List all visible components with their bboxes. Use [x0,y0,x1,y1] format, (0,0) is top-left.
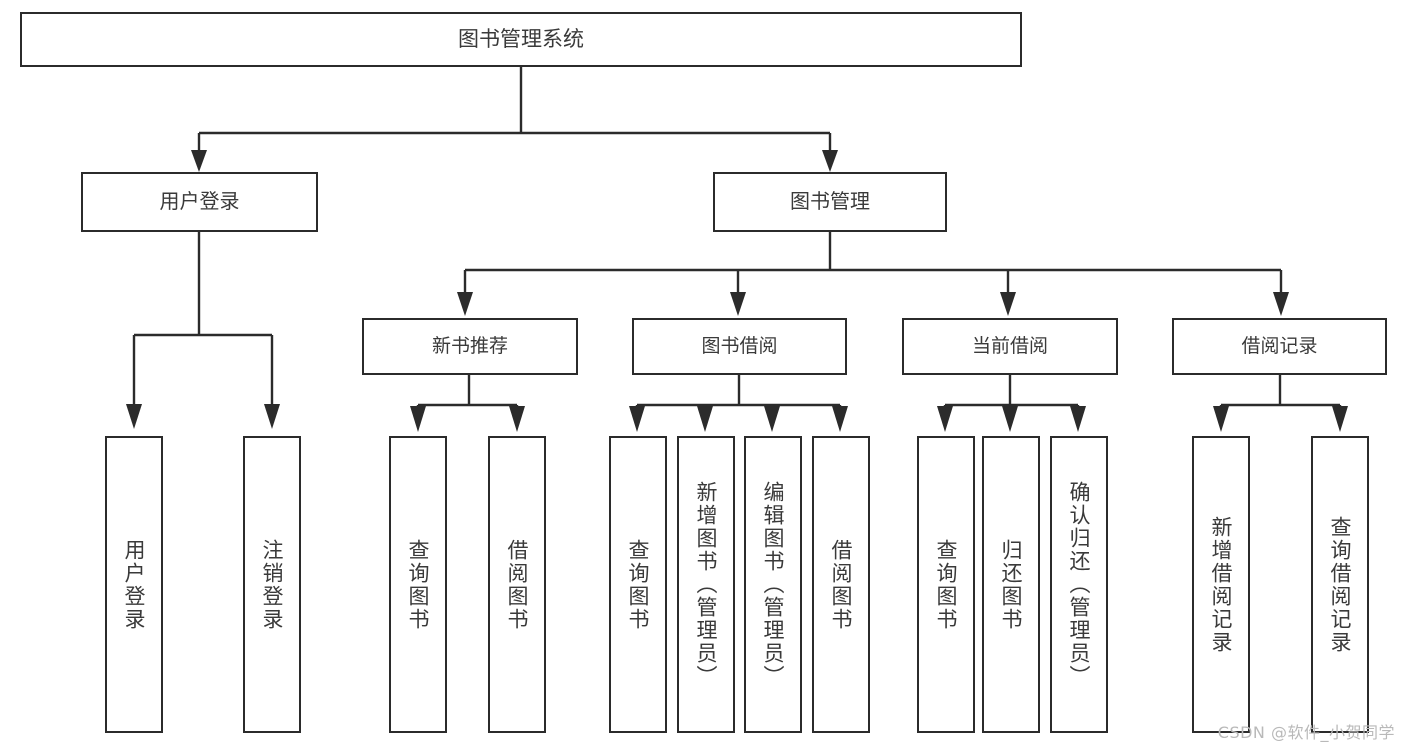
node-leaf-return-book[interactable]: 归还图书 [982,436,1040,733]
node-leaf-borrow-book-label: 借阅图书 [829,538,854,631]
node-book-management-label: 图书管理 [790,189,870,214]
node-book-management[interactable]: 图书管理 [713,172,947,232]
node-leaf-add-borrow-record[interactable]: 新增借阅记录 [1192,436,1250,733]
node-borrow-record-label: 借阅记录 [1241,335,1318,358]
node-leaf-user-login[interactable]: 用户登录 [105,436,163,733]
node-book-borrow[interactable]: 图书借阅 [632,318,847,375]
node-root-label: 图书管理系统 [458,27,584,52]
node-leaf-recommend-query-book-label: 查询图书 [406,538,431,631]
node-leaf-borrow-query-book[interactable]: 查询图书 [609,436,667,733]
node-borrow-record[interactable]: 借阅记录 [1172,318,1387,375]
node-book-borrow-label: 图书借阅 [701,335,778,358]
node-leaf-user-login-label: 用户登录 [122,538,147,631]
node-leaf-recommend-borrow-book-label: 借阅图书 [505,538,530,631]
node-leaf-user-logout-label: 注销登录 [260,538,285,631]
node-leaf-edit-book-admin-label: 编辑图书（管理员） [761,481,786,688]
node-user-login[interactable]: 用户登录 [81,172,318,232]
node-leaf-query-borrow-record[interactable]: 查询借阅记录 [1311,436,1369,733]
node-leaf-borrow-book[interactable]: 借阅图书 [812,436,870,733]
node-current-borrow-label: 当前借阅 [971,335,1048,358]
node-leaf-current-query-book[interactable]: 查询图书 [917,436,975,733]
node-root-book-management-system[interactable]: 图书管理系统 [20,12,1022,67]
node-leaf-edit-book-admin[interactable]: 编辑图书（管理员） [744,436,802,733]
node-leaf-confirm-return-admin-label: 确认归还（管理员） [1067,481,1092,688]
node-new-book-recommend-label: 新书推荐 [431,335,508,358]
node-leaf-borrow-query-book-label: 查询图书 [626,538,651,631]
node-leaf-recommend-borrow-book[interactable]: 借阅图书 [488,436,546,733]
node-leaf-add-book-admin[interactable]: 新增图书（管理员） [677,436,735,733]
node-user-login-label: 用户登录 [159,189,240,214]
node-leaf-return-book-label: 归还图书 [999,538,1024,631]
node-leaf-current-query-book-label: 查询图书 [934,538,959,631]
node-leaf-recommend-query-book[interactable]: 查询图书 [389,436,447,733]
node-leaf-confirm-return-admin[interactable]: 确认归还（管理员） [1050,436,1108,733]
node-leaf-add-book-admin-label: 新增图书（管理员） [694,481,719,688]
node-leaf-user-logout[interactable]: 注销登录 [243,436,301,733]
node-leaf-query-borrow-record-label: 查询借阅记录 [1328,515,1353,654]
node-new-book-recommend[interactable]: 新书推荐 [362,318,578,375]
node-leaf-add-borrow-record-label: 新增借阅记录 [1209,515,1234,654]
node-current-borrow[interactable]: 当前借阅 [902,318,1118,375]
